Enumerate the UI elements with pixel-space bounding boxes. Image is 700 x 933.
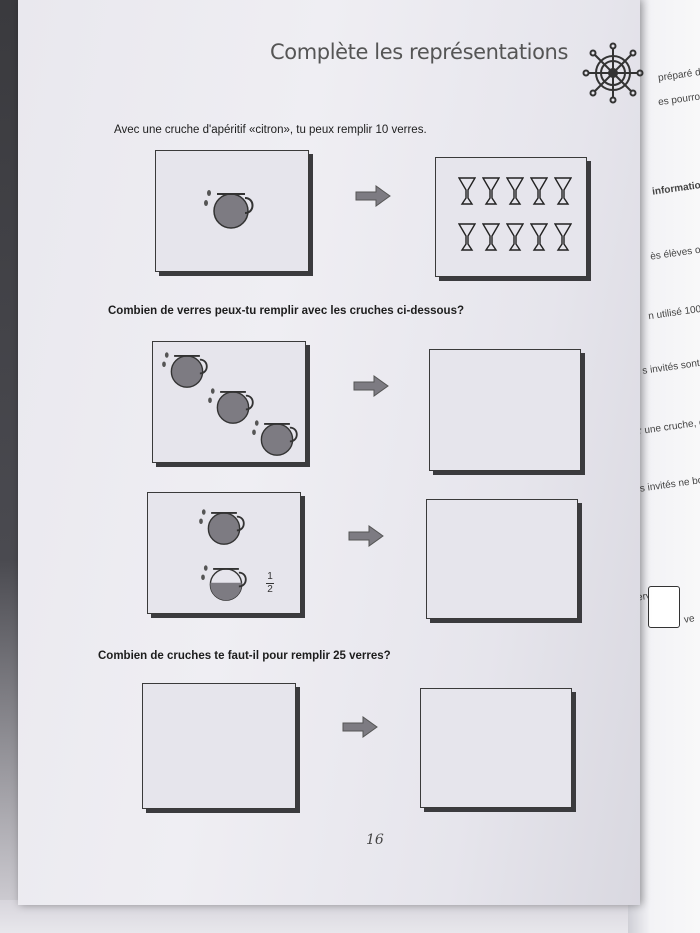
ship-wheel-icon bbox=[582, 42, 644, 104]
glass-icon bbox=[458, 223, 476, 251]
answer-box-three-jugs[interactable] bbox=[429, 349, 581, 471]
answer-box-one-and-half-jugs[interactable] bbox=[426, 499, 578, 619]
adjacent-text: es invités ne boit jam bbox=[634, 472, 700, 496]
glass-icon bbox=[530, 223, 548, 251]
glass-icon bbox=[458, 177, 476, 205]
example-jug-box bbox=[155, 150, 309, 272]
intro-sentence: Avec une cruche d'apéritif «citron», tu … bbox=[114, 124, 427, 136]
arrow-right-icon bbox=[355, 185, 391, 207]
arrow-right-icon bbox=[342, 716, 378, 738]
glass-icon bbox=[482, 177, 500, 205]
arrow-right-icon bbox=[348, 525, 384, 547]
workbook-page: Complète les représentations Avec une cr… bbox=[18, 0, 644, 905]
adjacent-page: préparé d es pourron informations c ès é… bbox=[628, 0, 700, 933]
half-fraction: 1 2 bbox=[266, 571, 274, 596]
half-jug-icon bbox=[201, 565, 247, 601]
jug-icon bbox=[162, 352, 208, 388]
glasses-box bbox=[435, 157, 587, 277]
jug-icon bbox=[208, 388, 254, 424]
glass-icon bbox=[506, 223, 524, 251]
fraction-denominator: 2 bbox=[267, 584, 273, 595]
jug-icon bbox=[252, 420, 298, 456]
adjacent-text: ve bbox=[683, 613, 696, 626]
fraction-numerator: 1 bbox=[267, 571, 273, 582]
answer-box-twenty-five-glasses[interactable] bbox=[420, 688, 572, 808]
question-two: Combien de cruches te faut-il pour rempl… bbox=[98, 650, 391, 662]
three-jugs-box bbox=[152, 341, 306, 463]
adjacent-text: n utilisé 100 g de bbox=[647, 301, 700, 323]
page-number: 16 bbox=[366, 832, 384, 848]
adjacent-answer-box[interactable] bbox=[648, 586, 680, 628]
one-and-half-jugs-box: 1 2 bbox=[147, 492, 301, 614]
page-title: Complète les représentations bbox=[270, 40, 569, 64]
table-edge bbox=[0, 900, 700, 933]
adjacent-text: ès élèves ont prép bbox=[649, 240, 700, 263]
glass-icon bbox=[482, 223, 500, 251]
answer-box-jugs-needed[interactable] bbox=[142, 683, 296, 809]
adjacent-text: préparé d bbox=[657, 67, 700, 84]
glass-icon bbox=[530, 177, 548, 205]
adjacent-text: r une cruche, on ren bbox=[637, 414, 700, 438]
adjacent-heading: informations c bbox=[651, 177, 700, 198]
question-one: Combien de verres peux-tu remplir avec l… bbox=[108, 305, 465, 317]
adjacent-text: s invités sont arrivé bbox=[641, 354, 700, 377]
jug-icon bbox=[204, 190, 254, 229]
adjacent-text: es pourron bbox=[657, 90, 700, 109]
arrow-right-icon bbox=[353, 375, 389, 397]
jug-icon bbox=[199, 509, 245, 545]
glass-icon bbox=[506, 177, 524, 205]
glass-icon bbox=[554, 177, 572, 205]
glass-icon bbox=[554, 223, 572, 251]
